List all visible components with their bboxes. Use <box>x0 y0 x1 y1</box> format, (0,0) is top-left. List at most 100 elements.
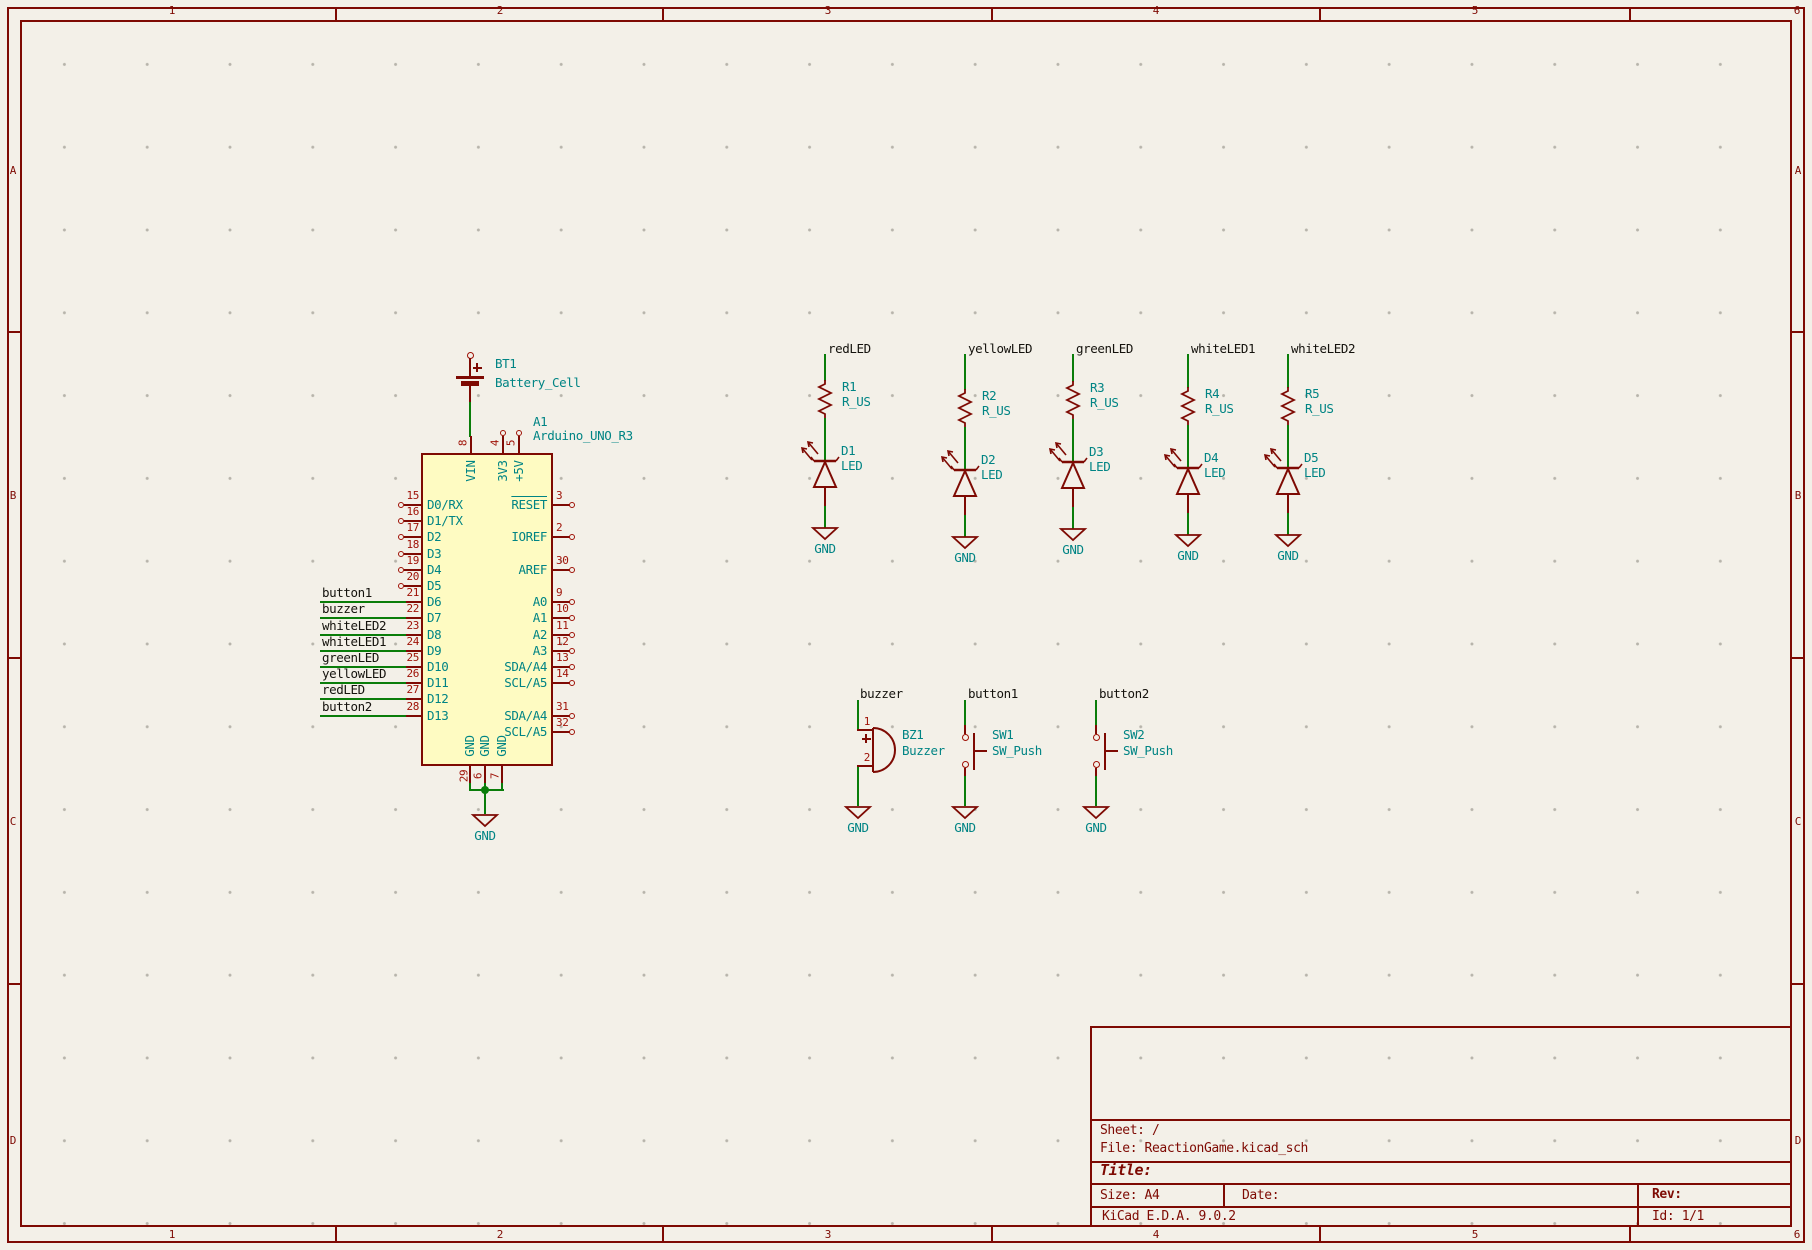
switch-actuator <box>975 750 987 752</box>
reference-designator: R4 <box>1205 386 1220 401</box>
power-net-label: GND <box>847 820 869 835</box>
pin-number: 25 <box>406 651 420 664</box>
pin-name: A2 <box>532 626 548 642</box>
pin-name: SCL/A5 <box>504 723 547 739</box>
net-label[interactable]: button1 <box>322 585 372 601</box>
pin-line <box>404 585 421 587</box>
power-net-label: GND <box>954 550 976 565</box>
wire <box>1072 419 1074 463</box>
pin-end-circle <box>569 615 575 622</box>
wire <box>964 427 966 471</box>
pin-number: 17 <box>406 521 420 535</box>
net-label[interactable]: yellowLED <box>968 341 1033 356</box>
net-label[interactable]: buzzer <box>322 601 365 617</box>
net-label[interactable]: redLED <box>322 682 365 698</box>
net-label[interactable]: whiteLED1 <box>322 633 387 649</box>
reference-designator: R1 <box>842 379 857 394</box>
gnd-power-icon <box>950 536 980 550</box>
pin-line <box>404 698 421 701</box>
pin-line <box>1287 494 1289 513</box>
pin-name: D0/RX <box>427 497 463 512</box>
power-net-label: GND <box>1085 820 1107 835</box>
zone-divider <box>991 1227 993 1243</box>
switch-actuator <box>1106 750 1118 752</box>
net-label[interactable]: redLED <box>828 341 871 356</box>
net-label[interactable]: whiteLED2 <box>1291 341 1356 356</box>
zone-divider <box>335 7 337 20</box>
pin-name: A1 <box>532 610 548 626</box>
buzzer-icon <box>871 722 901 776</box>
wire <box>824 418 826 462</box>
zone-row-label: C <box>1794 815 1802 828</box>
zone-row-label: A <box>1794 164 1802 177</box>
zone-divider <box>1319 1227 1321 1243</box>
pin-name: VIN <box>462 460 478 482</box>
resistor-icon <box>1178 387 1198 425</box>
wire <box>1072 507 1074 529</box>
pin-line <box>518 436 520 453</box>
net-label[interactable]: button2 <box>322 698 372 714</box>
wire <box>964 354 966 390</box>
net-label[interactable]: buzzer <box>860 686 903 701</box>
pin-number: 31 <box>556 699 569 713</box>
pin-line <box>469 766 471 783</box>
net-label[interactable]: whiteLED1 <box>1191 341 1256 356</box>
pin-name: D6 <box>427 594 442 610</box>
pin-line <box>1072 488 1074 507</box>
pin-line <box>484 766 486 783</box>
pin-end-circle <box>500 430 506 436</box>
pin-name: GND <box>461 735 477 757</box>
net-label[interactable]: greenLED <box>1076 341 1134 356</box>
sheet-id: Id: 1/1 <box>1652 1209 1704 1224</box>
net-label[interactable]: button1 <box>968 686 1018 701</box>
switch-actuator <box>1104 733 1106 770</box>
pin-number: 2 <box>556 521 563 535</box>
pin-line <box>469 386 471 402</box>
reference-designator: A1 <box>533 414 548 429</box>
pin-line <box>553 649 570 652</box>
switch-contact <box>1092 733 1100 741</box>
pin-line <box>553 536 570 539</box>
net-label[interactable]: yellowLED <box>322 666 387 682</box>
net-label[interactable]: whiteLED2 <box>322 617 387 633</box>
wire <box>1287 425 1289 469</box>
pin-line <box>404 536 421 539</box>
wire <box>964 700 966 725</box>
sheet-border-inner <box>20 20 1792 1227</box>
zone-row-label: B <box>1794 489 1802 502</box>
pin-end-circle <box>569 566 575 573</box>
title-block-outline <box>1090 1026 1792 1227</box>
pin-end-circle <box>569 534 575 541</box>
pin-line <box>404 552 421 555</box>
wire <box>320 633 406 636</box>
reference-designator: R5 <box>1305 386 1320 401</box>
net-label[interactable]: button2 <box>1099 686 1149 701</box>
pin-line <box>553 504 570 506</box>
pin-end-circle <box>569 680 575 687</box>
plus-icon <box>476 363 478 372</box>
pin-number: 21 <box>406 586 420 600</box>
sheet-path: Sheet: / <box>1100 1123 1160 1138</box>
pin-name: D3 <box>427 545 442 561</box>
component-value: SW_Push <box>1123 743 1173 758</box>
pin-line <box>502 436 504 453</box>
plus-icon <box>865 734 867 743</box>
pin-number: 26 <box>406 667 420 681</box>
arduino-body[interactable] <box>421 453 553 766</box>
pin-name: AREF <box>518 561 547 577</box>
net-label[interactable]: greenLED <box>322 650 380 665</box>
pin-number: 8 <box>456 439 470 447</box>
pin-end-circle <box>398 583 404 589</box>
gnd-power-icon <box>470 814 500 828</box>
component-value: LED <box>981 467 1003 482</box>
pin-line <box>964 496 966 515</box>
switch-actuator <box>973 733 975 770</box>
zone-row-label: D <box>9 1134 17 1147</box>
pin-number: 30 <box>556 553 569 567</box>
zone-column-label: 6 <box>1793 1228 1801 1241</box>
zone-divider <box>1629 1227 1631 1243</box>
pin-name: D11 <box>427 675 449 691</box>
pin-line <box>553 730 570 733</box>
pin-line <box>857 765 873 767</box>
